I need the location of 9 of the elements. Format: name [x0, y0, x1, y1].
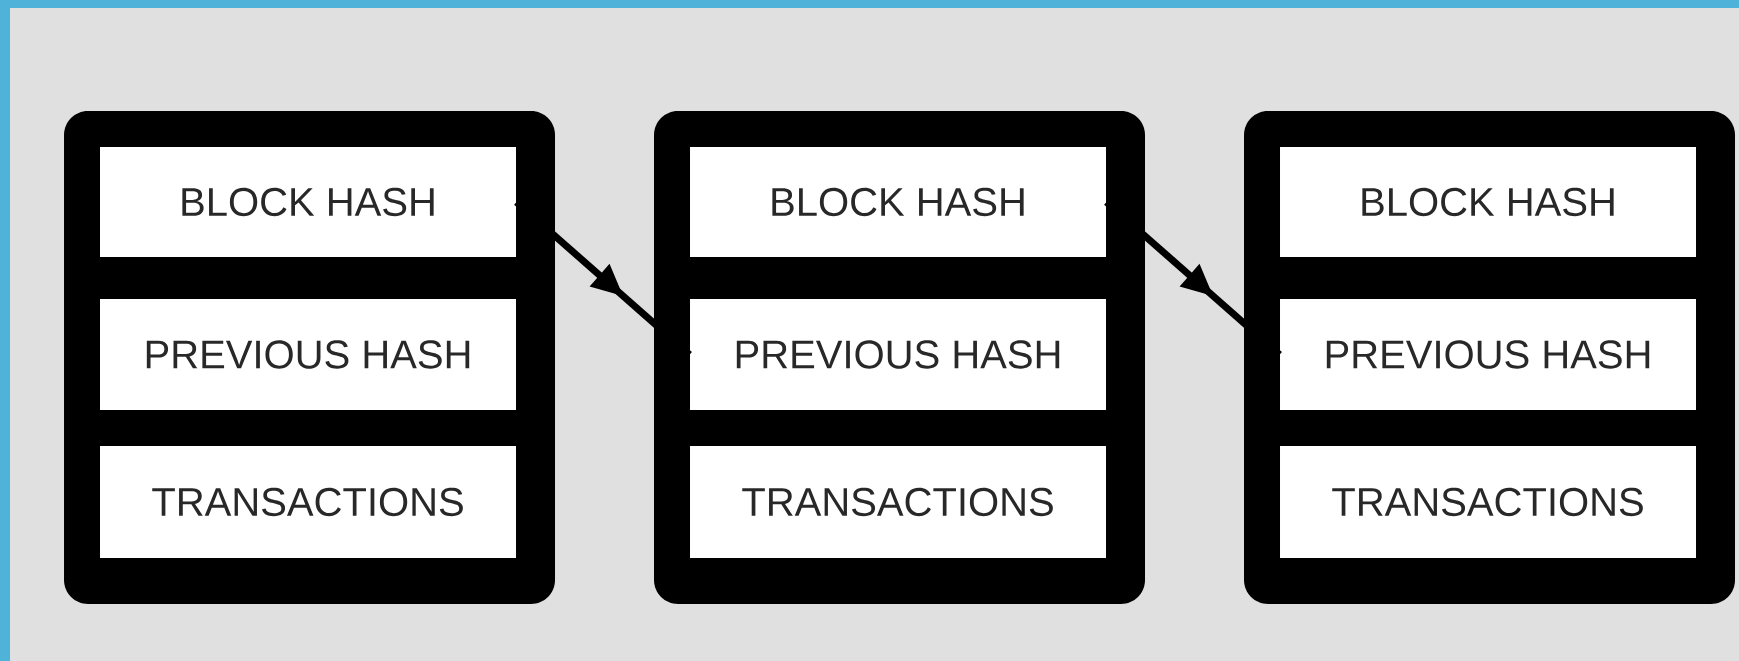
field-box: BLOCK HASH	[1280, 147, 1696, 257]
field-box: BLOCK HASH	[690, 147, 1106, 257]
field-box: BLOCK HASH	[100, 147, 516, 257]
field-box: PREVIOUS HASH	[100, 299, 516, 410]
field-box: TRANSACTIONS	[690, 446, 1106, 558]
field-box: PREVIOUS HASH	[690, 299, 1106, 410]
field-box: TRANSACTIONS	[100, 446, 516, 558]
field-box: TRANSACTIONS	[1280, 446, 1696, 558]
field-box: PREVIOUS HASH	[1280, 299, 1696, 410]
